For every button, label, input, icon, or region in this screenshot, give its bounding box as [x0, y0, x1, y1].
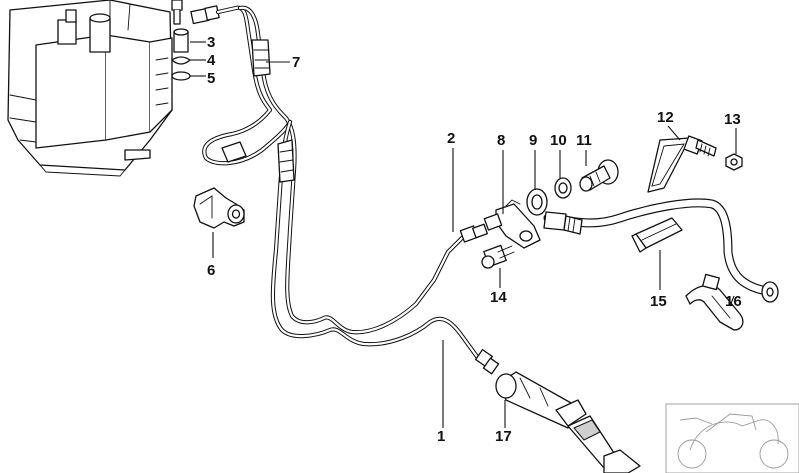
callout-5: 5: [207, 70, 215, 87]
o-ring-part-5: [171, 71, 191, 81]
bracket-part-8: [483, 199, 541, 249]
callout-9: 9: [529, 132, 537, 149]
clip-part-12: [647, 137, 691, 193]
callout-11: 11: [576, 132, 592, 149]
washer-part-10: [554, 177, 572, 199]
callout-6: 6: [207, 262, 215, 279]
clip-part-4: [171, 56, 191, 65]
callout-4: 4: [207, 52, 216, 69]
banjo-bolt-part-11: [579, 159, 619, 192]
bracket-part-6: [193, 187, 245, 229]
callout-10: 10: [550, 132, 567, 149]
callout-13: 13: [724, 111, 741, 128]
pipe-fitting-top: [190, 5, 220, 25]
cable-tie-part-16: [685, 273, 744, 331]
callout-16: 16: [725, 293, 742, 310]
abs-modulator-unit: [7, 0, 173, 177]
callout-1: 1: [437, 428, 445, 445]
callout-3: 3: [207, 34, 215, 51]
callout-17: 17: [495, 428, 512, 445]
callout-8: 8: [497, 132, 505, 149]
callout-12: 12: [657, 109, 674, 126]
leader-lines: [190, 41, 737, 428]
callout-14: 14: [490, 289, 507, 306]
bolt-part-14: [481, 244, 515, 269]
callout-15: 15: [650, 293, 667, 310]
line-end-fitting-1: [474, 348, 500, 375]
motorcycle-thumbnail: [665, 403, 799, 473]
bolt-part-12: [683, 135, 717, 157]
callout-2: 2: [447, 130, 455, 147]
bushing-part-3: [173, 28, 189, 53]
sealing-ring-part-9: [526, 188, 548, 216]
brake-line-assembly-7: [202, 5, 481, 361]
hose-guide-part-15: [631, 217, 683, 253]
nut-part-13: [725, 153, 743, 171]
brake-hose: [543, 198, 779, 303]
callout-7: 7: [292, 54, 300, 71]
line-end-fitting-2: [459, 223, 488, 243]
master-cylinder-part-17: [495, 371, 641, 473]
bolt-top: [171, 0, 183, 25]
callout-labels: 1 2 3 4 5 6 7 8 9 10 11 12 13 14 15 16 1…: [207, 34, 742, 445]
